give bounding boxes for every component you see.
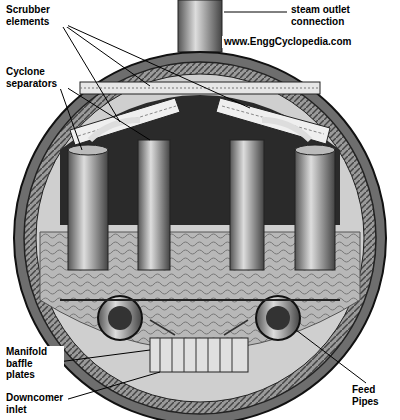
part-label: Manifold baffle plates [4,346,64,381]
part-label: www.EnggCyclopedia.com [222,36,353,48]
part-label: Downcomer inlet [4,392,68,415]
part-label: Scrubber elements [4,4,68,27]
part-label: Cyclone separators [4,66,68,89]
part-label: Feed Pipes [350,384,396,407]
part-label: steam outlet connection [289,4,373,27]
